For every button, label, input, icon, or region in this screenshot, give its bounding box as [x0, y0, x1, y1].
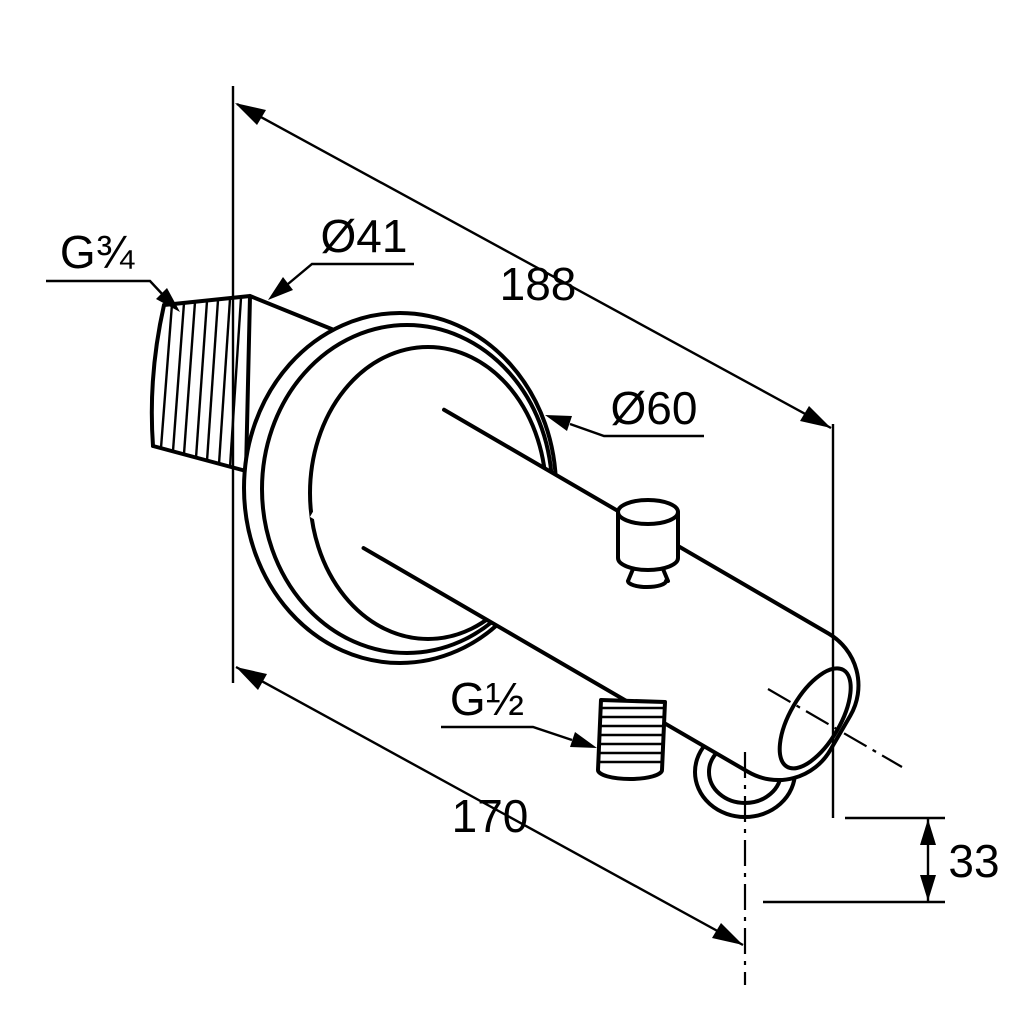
label-escutcheon-diameter: Ø60	[611, 382, 698, 434]
spout-body	[309, 378, 861, 783]
leader-inlet-thread	[46, 279, 180, 312]
spout-axis-centerline	[767, 688, 903, 768]
leader-body-diameter	[268, 262, 414, 300]
label-inlet-thread: G¾	[60, 226, 135, 278]
label-total-length: 188	[500, 258, 577, 310]
arrowhead	[712, 923, 743, 945]
knob-top-face	[616, 498, 680, 526]
arrowhead	[920, 819, 936, 845]
diverter-knob	[616, 498, 680, 589]
spout-end-face	[777, 666, 853, 771]
dimension-170	[235, 665, 744, 947]
arrowhead	[236, 667, 267, 690]
arrowhead	[235, 103, 266, 125]
label-body-diameter: Ø41	[321, 210, 408, 262]
knob-stem	[626, 567, 670, 589]
outlet-thread-stub	[596, 698, 667, 781]
arrowhead	[268, 277, 293, 300]
label-bottom-length: 170	[452, 790, 529, 842]
arrowhead	[545, 415, 572, 431]
label-outlet-offset: 33	[948, 835, 999, 887]
arrowhead	[920, 875, 936, 901]
thread-hatching	[598, 706, 664, 764]
arrowhead	[570, 732, 597, 748]
label-outlet-thread: G½	[450, 673, 524, 725]
leader-outlet-thread	[441, 725, 597, 748]
leader-escutcheon-diameter	[545, 415, 704, 438]
dimension-33	[763, 816, 945, 904]
dimension-188	[235, 102, 832, 430]
arrowhead	[156, 288, 180, 312]
thread-hatching	[159, 297, 243, 468]
arrowhead	[800, 406, 831, 428]
